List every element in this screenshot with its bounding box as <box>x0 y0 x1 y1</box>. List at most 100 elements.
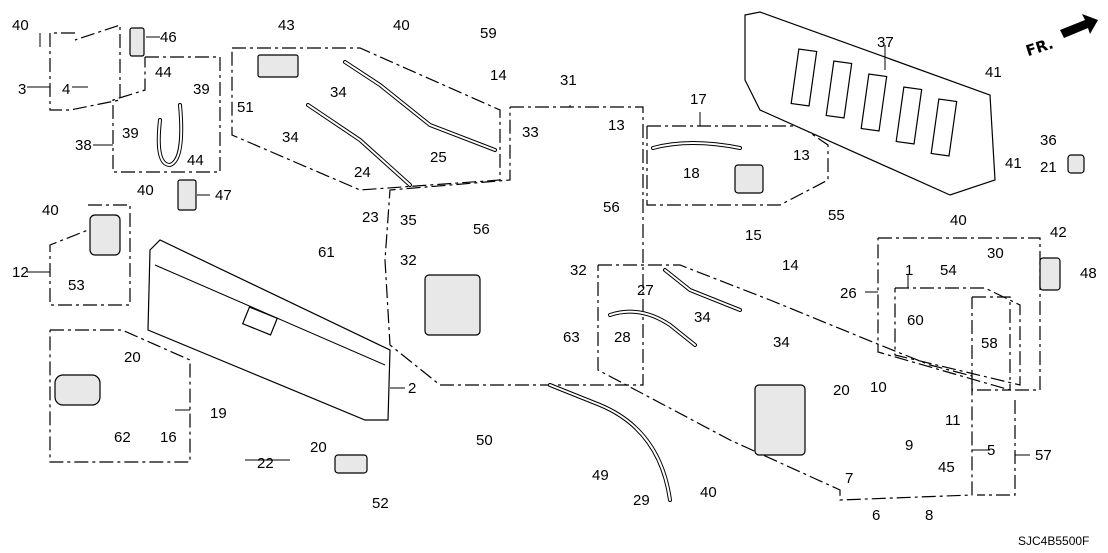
callout-41: 41 <box>985 64 1002 81</box>
callout-20: 20 <box>833 382 850 399</box>
cable-29 <box>548 383 672 502</box>
callout-46: 46 <box>160 29 177 46</box>
callout-39: 39 <box>122 125 139 142</box>
striker-22 <box>334 454 368 474</box>
callout-62: 62 <box>114 429 131 446</box>
callout-32: 32 <box>570 262 587 279</box>
callout-8: 8 <box>925 507 933 524</box>
callout-44: 44 <box>155 64 172 81</box>
latch-assembly-5 <box>754 384 806 456</box>
callout-39: 39 <box>193 81 210 98</box>
callout-63: 63 <box>563 329 580 346</box>
callout-19: 19 <box>210 405 227 422</box>
callout-52: 52 <box>372 495 389 512</box>
callout-49: 49 <box>592 467 609 484</box>
group-box-19 <box>49 329 191 463</box>
bracket-46 <box>129 27 145 57</box>
callout-51: 51 <box>237 99 254 116</box>
striker-21 <box>1067 154 1085 174</box>
callout-23: 23 <box>362 209 379 226</box>
callout-29: 29 <box>633 492 650 509</box>
callout-11: 11 <box>945 412 961 429</box>
hinge-12 <box>89 214 121 256</box>
callout-31: 31 <box>560 72 577 89</box>
callout-56: 56 <box>603 199 620 216</box>
group-box-3 <box>49 24 121 111</box>
callout-58: 58 <box>981 335 998 352</box>
callout-60: 60 <box>907 312 924 329</box>
callout-17: 17 <box>690 91 707 108</box>
rod-27 <box>663 268 742 312</box>
callout-6: 6 <box>872 507 880 524</box>
callout-5: 5 <box>987 442 995 459</box>
callout-40: 40 <box>950 212 967 229</box>
callout-36: 36 <box>1040 132 1057 149</box>
callout-42: 42 <box>1050 224 1067 241</box>
callout-35: 35 <box>400 212 417 229</box>
group-box-58 <box>971 296 1011 391</box>
group-box-1 <box>894 287 1021 386</box>
bracket-47 <box>177 179 197 211</box>
callout-53: 53 <box>68 277 85 294</box>
direction-label: FR. <box>1024 34 1056 60</box>
callout-2: 2 <box>408 380 416 397</box>
handle-19 <box>54 374 101 406</box>
tailgate-inner-panel <box>744 11 996 196</box>
latch-assembly-31 <box>424 274 481 336</box>
callout-27: 27 <box>637 282 654 299</box>
front-arrow-icon: FR. <box>1024 14 1098 60</box>
callout-22: 22 <box>257 455 274 472</box>
callout-44: 44 <box>187 152 204 169</box>
callout-38: 38 <box>75 137 92 154</box>
callout-56: 56 <box>473 221 490 238</box>
group-box-26 <box>877 237 1041 391</box>
callout-50: 50 <box>476 432 493 449</box>
callout-34: 34 <box>773 334 790 351</box>
callout-34: 34 <box>694 309 711 326</box>
callout-18: 18 <box>683 165 700 182</box>
callout-25: 25 <box>430 149 447 166</box>
callout-28: 28 <box>614 329 631 346</box>
group-box-24-25 <box>231 47 501 191</box>
rod-28 <box>608 309 697 347</box>
callout-43: 43 <box>278 17 295 34</box>
callout-15: 15 <box>745 227 762 244</box>
rod-24 <box>306 103 412 187</box>
group-box-31 <box>384 106 644 386</box>
callout-13: 13 <box>793 147 810 164</box>
callout-61: 61 <box>318 244 335 261</box>
callout-14: 14 <box>490 67 507 84</box>
callout-40: 40 <box>700 484 717 501</box>
callout-54: 54 <box>940 262 957 279</box>
callout-45: 45 <box>938 459 955 476</box>
callout-16: 16 <box>160 429 177 446</box>
callout-40: 40 <box>42 202 59 219</box>
callout-37: 37 <box>877 34 894 51</box>
callout-40: 40 <box>393 17 410 34</box>
callout-4: 4 <box>62 81 70 98</box>
callout-40: 40 <box>12 17 29 34</box>
callout-34: 34 <box>330 84 347 101</box>
rod-25 <box>343 60 497 152</box>
callout-26: 26 <box>840 285 857 302</box>
actuator-17 <box>734 164 764 194</box>
callout-13: 13 <box>608 117 625 134</box>
bracket-48 <box>1039 257 1061 291</box>
callout-55: 55 <box>828 207 845 224</box>
callout-40: 40 <box>137 182 154 199</box>
hinge-51 <box>257 54 299 78</box>
callout-34: 34 <box>282 129 299 146</box>
callout-14: 14 <box>782 257 799 274</box>
callout-59: 59 <box>480 25 497 42</box>
callout-32: 32 <box>400 252 417 269</box>
callout-1: 1 <box>905 262 913 279</box>
callout-30: 30 <box>987 245 1004 262</box>
rod-18 <box>651 141 742 150</box>
leader-lines <box>27 33 1030 461</box>
group-box-57 <box>977 400 1016 496</box>
callout-57: 57 <box>1035 447 1052 464</box>
diagram-code: SJC4B5500F <box>1018 534 1089 548</box>
callout-labels: 40 46 3 4 44 39 39 38 44 43 40 59 14 51 … <box>12 17 1097 548</box>
callout-20: 20 <box>124 349 141 366</box>
